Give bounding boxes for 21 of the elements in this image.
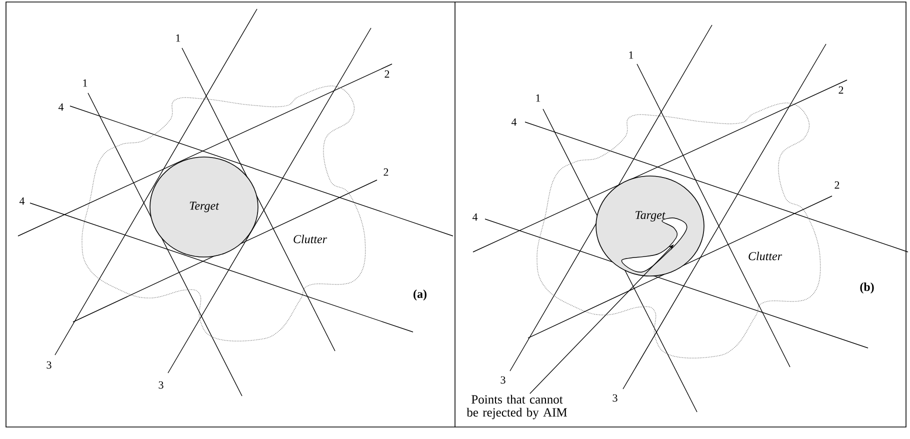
line-number: 1 xyxy=(536,94,540,102)
line-number: 4 xyxy=(511,118,517,126)
target-blob: Terget xyxy=(150,156,258,258)
line-number: 1 xyxy=(176,34,180,42)
line-number: 1 xyxy=(83,79,88,87)
line-number: 2 xyxy=(834,181,840,189)
line-number: 1 xyxy=(629,51,634,59)
line-number: 4 xyxy=(19,197,25,205)
caption-text: Points that cannot be rejected by AIM xyxy=(466,394,567,420)
line-number: 4 xyxy=(58,103,64,111)
line-number: 3 xyxy=(612,394,618,402)
line-number: 3 xyxy=(46,361,52,369)
line-number: 3 xyxy=(158,381,164,389)
line-number: 2 xyxy=(838,86,844,94)
line-number: 3 xyxy=(500,376,506,384)
panel-label: (b) xyxy=(860,282,874,294)
line-number: 4 xyxy=(472,213,478,221)
target-blob: Target xyxy=(596,176,704,276)
line-number: 2 xyxy=(384,168,388,176)
line-number: 2 xyxy=(384,70,390,78)
panel-label: (a) xyxy=(414,290,426,300)
